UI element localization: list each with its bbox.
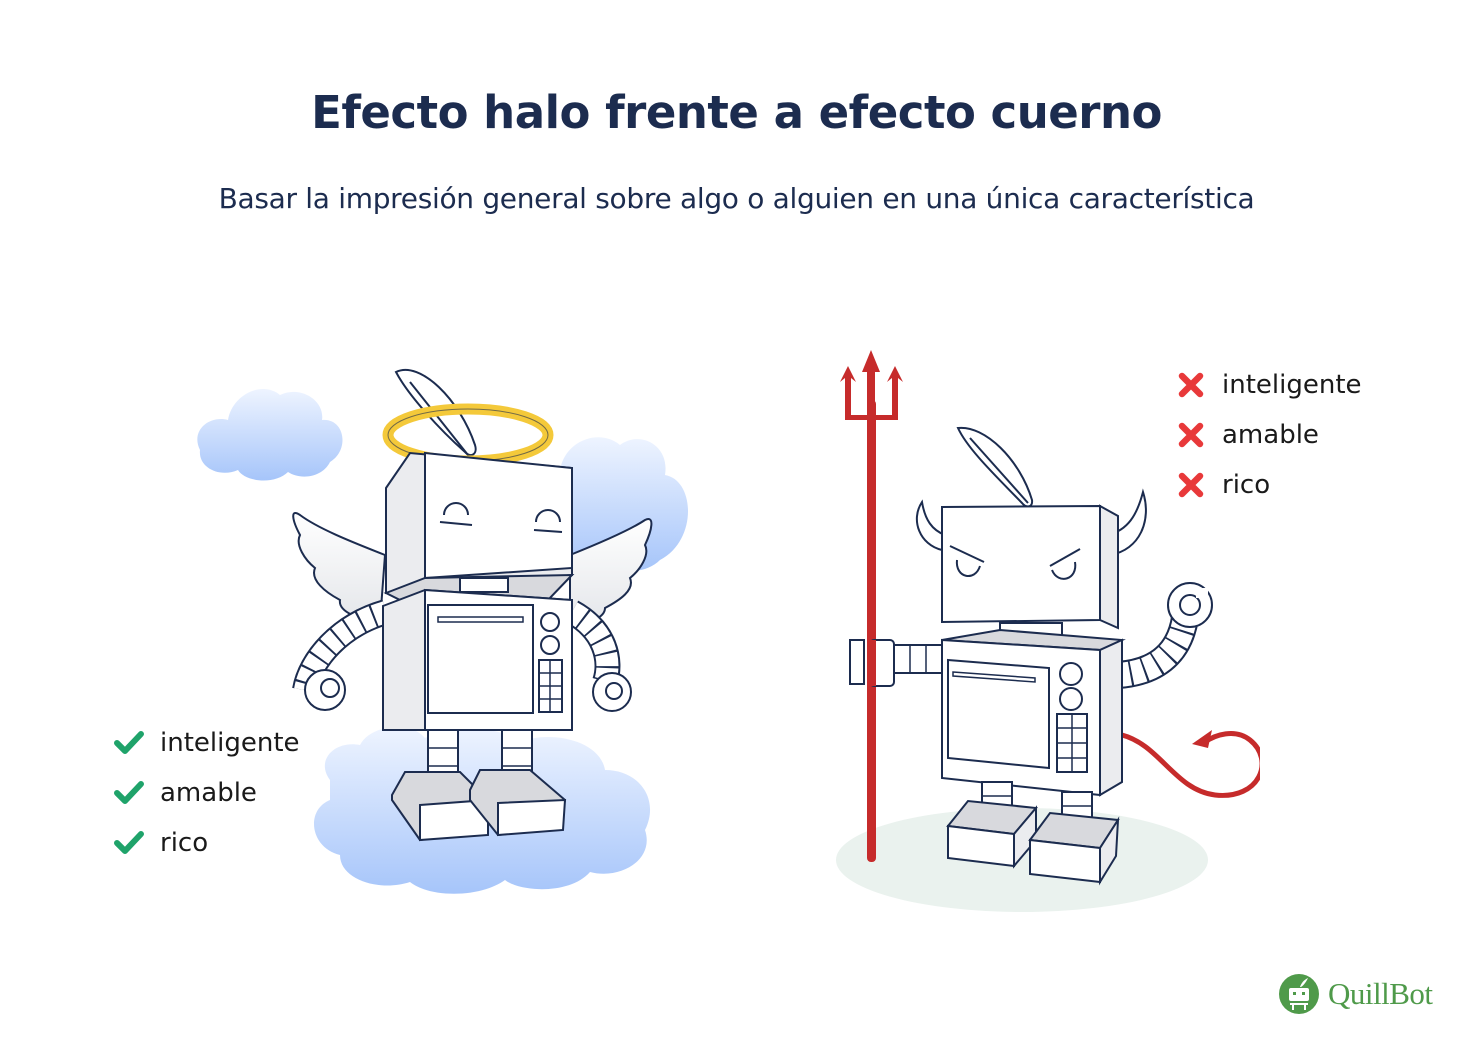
horn-trait-item: amable	[1176, 410, 1362, 460]
horn-trait-label: amable	[1222, 420, 1319, 450]
check-icon	[114, 778, 144, 808]
halo-trait-item: amable	[114, 768, 300, 818]
halo-trait-label: amable	[160, 778, 257, 808]
check-icon	[114, 728, 144, 758]
brand-name: QuillBot	[1328, 976, 1433, 1011]
devil-robot-illustration	[836, 350, 1260, 912]
horn-trait-item: inteligente	[1176, 360, 1362, 410]
page-subtitle: Basar la impresión general sobre algo o …	[218, 182, 1255, 215]
horn-trait-label: inteligente	[1222, 370, 1362, 400]
check-icon	[114, 828, 144, 858]
horn-trait-item: rico	[1176, 460, 1362, 510]
halo-trait-label: rico	[160, 828, 209, 858]
angel-robot-illustration	[197, 369, 689, 894]
halo-trait-list: inteligente amable rico	[114, 718, 300, 868]
x-icon	[1176, 420, 1206, 450]
quillbot-logo: QuillBot	[1278, 973, 1433, 1015]
trident-icon	[840, 350, 903, 862]
halo-trait-label: inteligente	[160, 728, 300, 758]
halo-trait-item: rico	[114, 818, 300, 868]
halo-trait-item: inteligente	[114, 718, 300, 768]
x-icon	[1176, 470, 1206, 500]
small-cloud-icon	[197, 389, 343, 481]
horn-trait-list: inteligente amable rico	[1176, 360, 1362, 510]
quillbot-robot-icon	[1279, 974, 1319, 1014]
horn-trait-label: rico	[1222, 470, 1271, 500]
page-title: Efecto halo frente a efecto cuerno	[311, 86, 1162, 139]
x-icon	[1176, 370, 1206, 400]
